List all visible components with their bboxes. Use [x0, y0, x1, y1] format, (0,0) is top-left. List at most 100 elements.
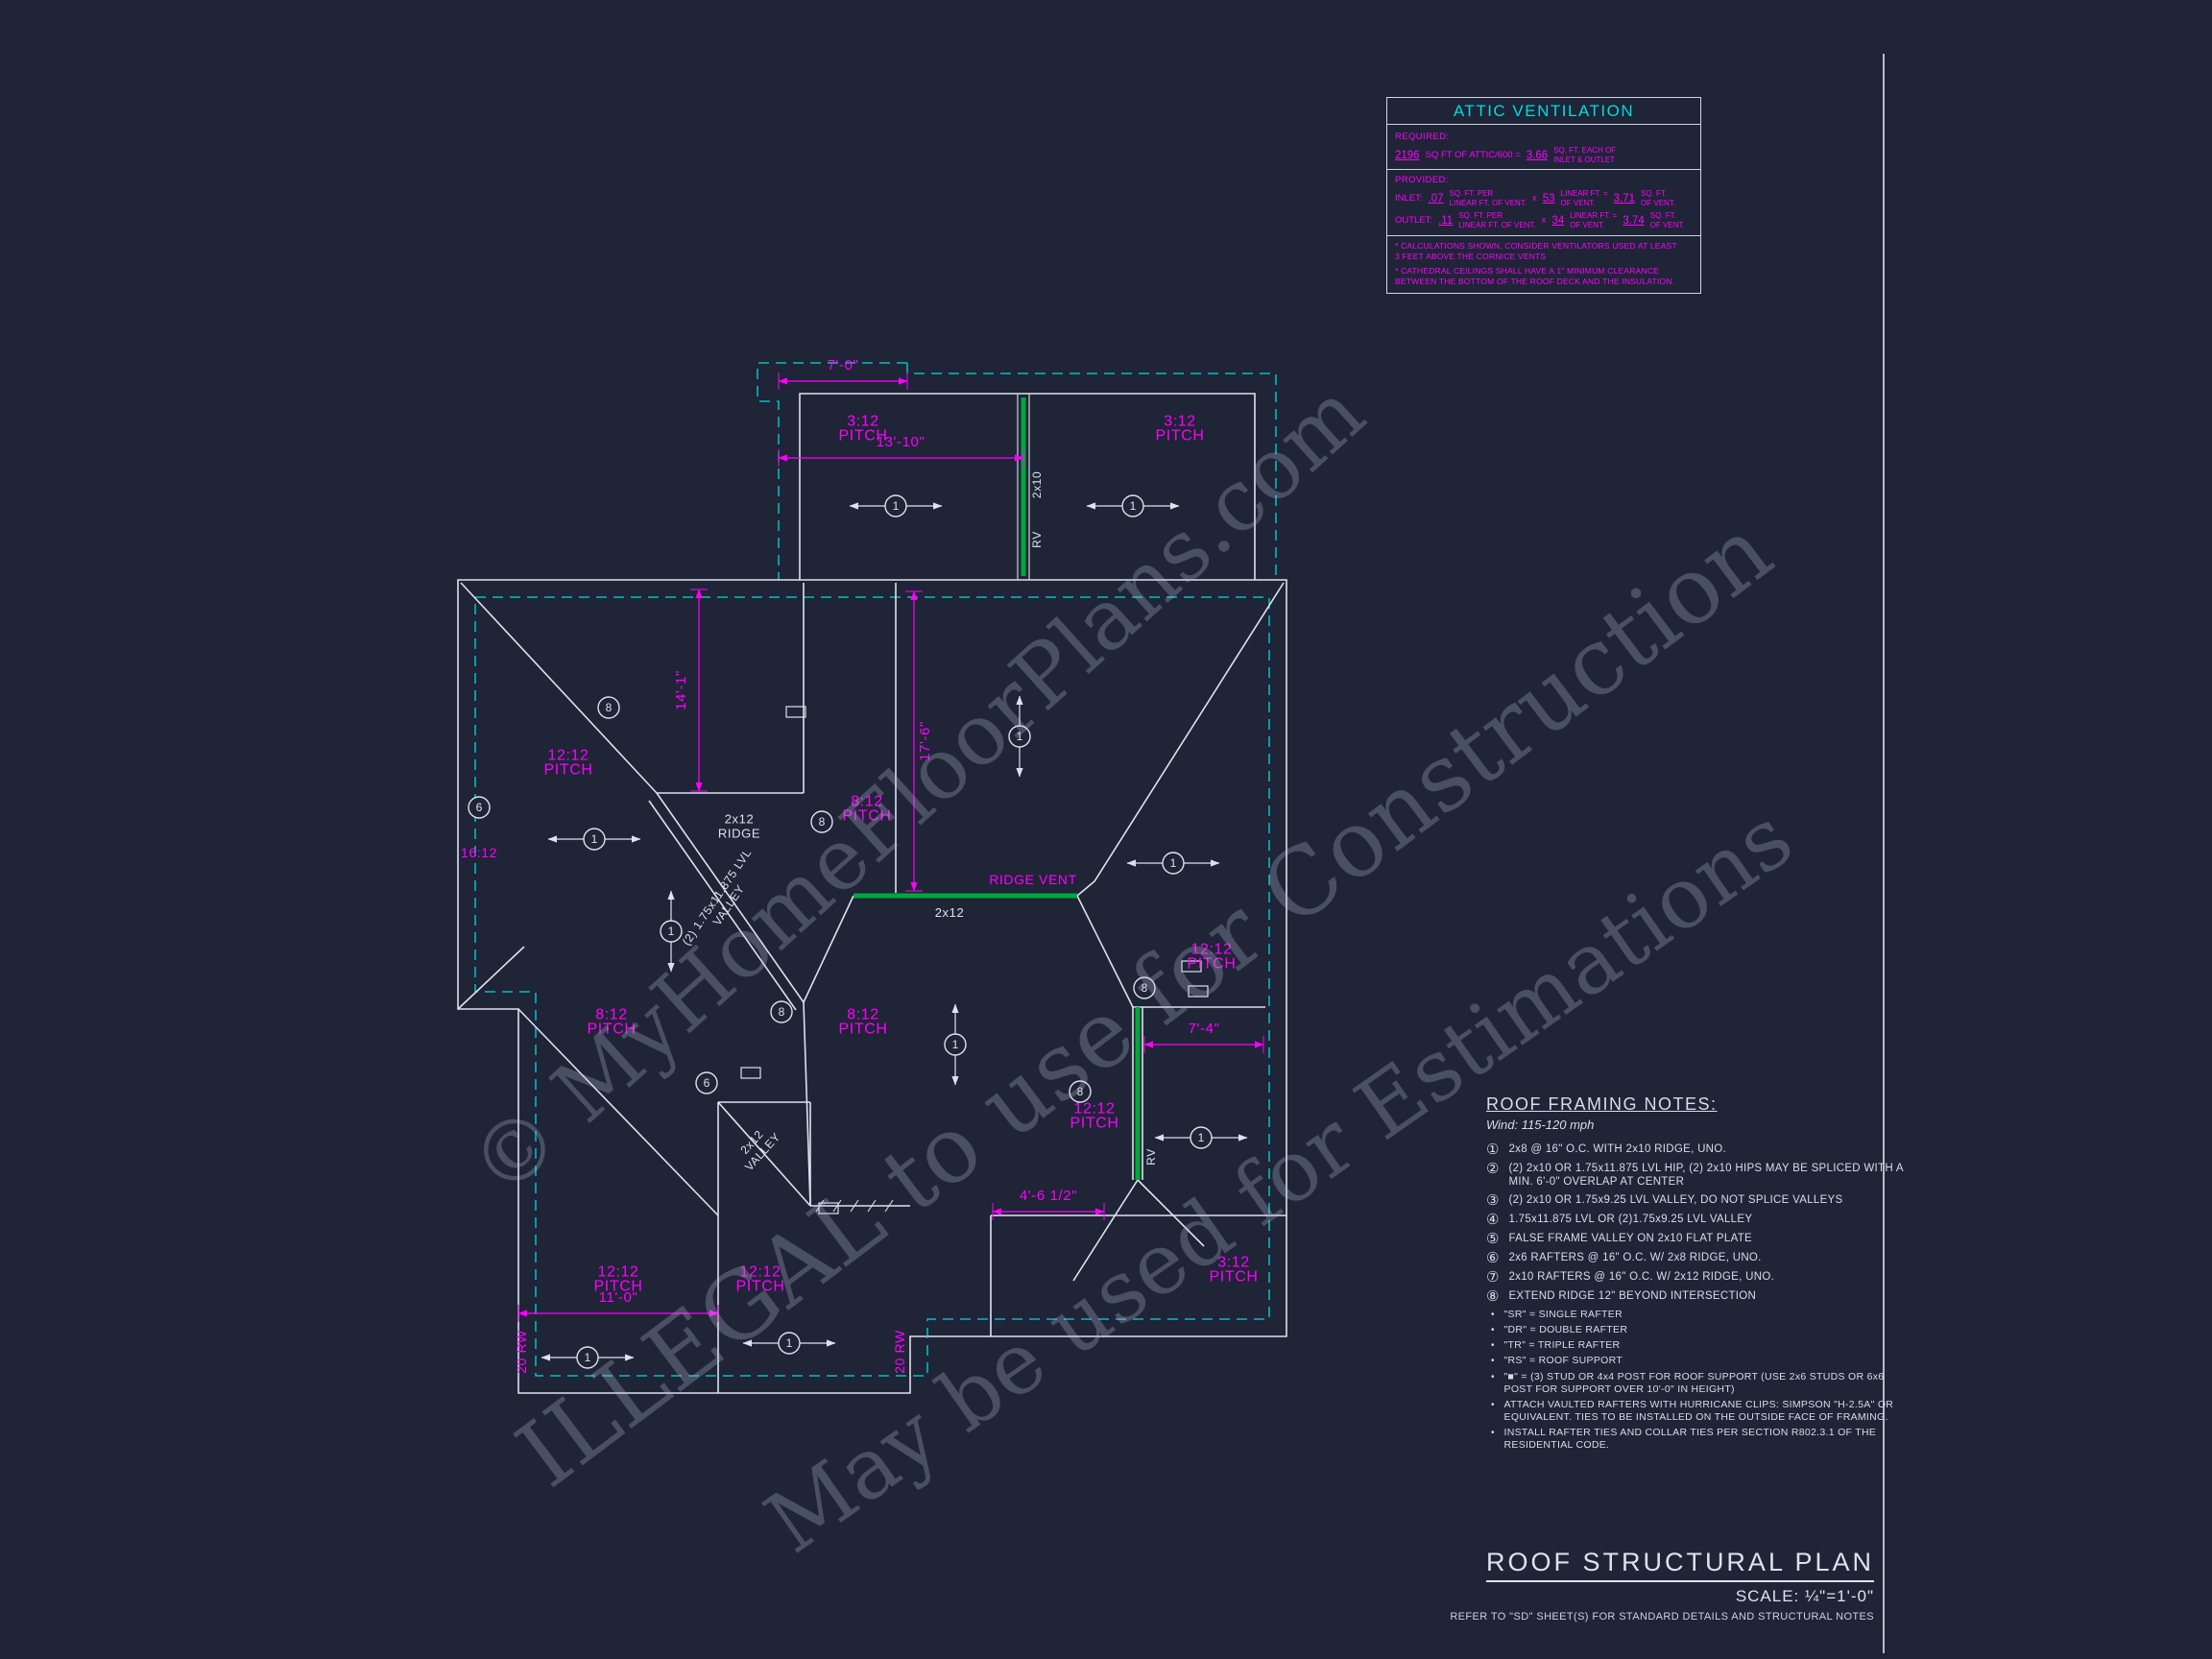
note-text: "■" = (3) STUD OR 4x4 POST FOR ROOF SUPP…: [1503, 1370, 1885, 1395]
note-text: EXTEND RIDGE 12" BEYOND INTERSECTION: [1508, 1290, 1757, 1303]
attic-required-label: REQUIRED:: [1395, 132, 1450, 142]
svg-text:1: 1: [1017, 730, 1023, 743]
note-number-icon: ⑤: [1486, 1231, 1500, 1248]
svg-text:1: 1: [591, 832, 598, 846]
svg-text:8: 8: [819, 815, 826, 829]
framing-note-item: •"TR" = TRIPLE RAFTER: [1486, 1339, 1905, 1352]
framing-notes-title: ROOF FRAMING NOTES:: [1486, 1094, 1718, 1114]
framing-note-marker: [1069, 1080, 1092, 1103]
inlet-qty: 53: [1542, 192, 1555, 204]
note-text: "DR" = DOUBLE RAFTER: [1503, 1324, 1628, 1336]
note-number-icon: •: [1491, 1399, 1495, 1410]
note-text: 1.75x11.875 LVL OR (2)1.75x9.25 LVL VALL…: [1508, 1214, 1753, 1226]
framing-note-marker: [810, 810, 833, 833]
framing-note-marker: [1008, 725, 1031, 748]
framing-note-marker: [576, 1346, 599, 1369]
attic-ventilation-title: ATTIC VENTILATION: [1387, 98, 1700, 125]
framing-note-marker: [1133, 976, 1156, 999]
svg-text:8: 8: [1077, 1085, 1084, 1098]
framing-note-item: ⑥ 2x6 RAFTERS @ 16" O.C. W/ 2x8 RIDGE, UN…: [1486, 1251, 1905, 1265]
plan-label: 16:12: [461, 845, 497, 860]
framing-note-item: •INSTALL RAFTER TIES AND COLLAR TIES PER…: [1486, 1427, 1905, 1452]
outlet-qty-unit: LINEAR FT. = OF VENT.: [1570, 211, 1618, 229]
outlet-rate: .11: [1438, 214, 1454, 227]
note-number-icon: ③: [1486, 1192, 1500, 1210]
plan-label: 2x10: [1030, 471, 1044, 498]
plan-label: RIDGE VENT: [989, 872, 1077, 887]
attic-required-result: 3.66: [1526, 149, 1549, 161]
attic-required-unit: SQ. FT. EACH OF INLET & OUTLET: [1553, 146, 1617, 164]
svg-text:1: 1: [1130, 499, 1137, 513]
framing-note-item: ②(2) 2x10 OR 1.75x11.875 LVL HIP, (2) 2x…: [1486, 1162, 1905, 1189]
attic-outlet-row: OUTLET: .11 SQ. FT. PER LINEAR FT. OF VE…: [1395, 211, 1693, 229]
note-text: FALSE FRAME VALLEY ON 2x10 FLAT PLATE: [1508, 1233, 1753, 1245]
inlet-result: 3.71: [1613, 192, 1636, 204]
roof-internal-lines: [457, 582, 1286, 1393]
svg-text:8: 8: [606, 701, 613, 714]
framing-note-item: ⑦ 2x10 RAFTERS @ 16" O.C. W/ 2x12 RIDGE, …: [1486, 1270, 1905, 1285]
wind-rating: Wind: 115-120 mph: [1486, 1118, 1595, 1132]
note-number-icon: •: [1491, 1356, 1495, 1367]
framing-notes-bullet-list: •"SR" = SINGLE RAFTER•"DR" = DOUBLE RAFT…: [1486, 1309, 1905, 1452]
plan-label: RV: [1144, 1148, 1158, 1166]
note-number-icon: ⑥: [1486, 1250, 1500, 1267]
svg-text:1: 1: [893, 499, 900, 513]
svg-text:8: 8: [1142, 981, 1148, 995]
attic-footnote: * CATHEDRAL CEILINGS SHALL HAVE A 1" MIN…: [1395, 265, 1675, 286]
note-text: "SR" = SINGLE RAFTER: [1503, 1309, 1623, 1321]
note-text: "RS" = ROOF SUPPORT: [1503, 1355, 1623, 1367]
framing-note-marker: [884, 494, 907, 517]
outlet-rate-unit: SQ. FT. PER LINEAR FT. OF VENT.: [1458, 211, 1536, 229]
svg-text:6: 6: [704, 1076, 710, 1090]
outlet-result: 3.74: [1623, 214, 1645, 227]
note-number-icon: ⑧: [1486, 1288, 1500, 1306]
inlet-rate: .07: [1428, 192, 1444, 204]
plan-label: 2x12: [935, 905, 965, 920]
note-number-icon: •: [1491, 1371, 1495, 1382]
outlet-result-unit: SQ. FT. OF VENT.: [1649, 211, 1685, 229]
divider: [1387, 169, 1700, 171]
dimension-text: 7'-0": [828, 357, 859, 373]
note-text: 2x6 RAFTERS @ 16" O.C. W/ 2x8 RIDGE, UNO…: [1508, 1252, 1762, 1264]
title-block: ROOF STRUCTURAL PLAN SCALE: ¼"=1'-0" REF…: [1296, 1548, 1874, 1623]
sheet-scale: SCALE: ¼"=1'-0": [1735, 1587, 1874, 1605]
dimension-text: 13'-10": [877, 434, 926, 450]
note-number-icon: ⑦: [1486, 1269, 1500, 1286]
svg-text:1: 1: [668, 925, 675, 938]
note-number-icon: ②: [1486, 1161, 1500, 1177]
outlet-label: OUTLET:: [1395, 215, 1433, 227]
svg-text:1: 1: [786, 1336, 793, 1350]
note-number-icon: •: [1491, 1310, 1495, 1321]
note-text: 2x10 RAFTERS @ 16" O.C. W/ 2x12 RIDGE, U…: [1508, 1271, 1775, 1284]
framing-note-marker: [1162, 852, 1185, 875]
sheet-title: ROOF STRUCTURAL PLAN: [1485, 1548, 1874, 1582]
note-number-icon: ①: [1486, 1142, 1500, 1158]
roof-outlines: [457, 362, 1287, 1394]
framing-note-item: •ATTACH VAULTED RAFTERS WITH HURRICANE C…: [1486, 1399, 1905, 1424]
framing-note-item: ⑤ FALSE FRAME VALLEY ON 2x10 FLAT PLATE: [1486, 1232, 1905, 1246]
attic-footnote: * CALCULATIONS SHOWN, CONSIDER VENTILATO…: [1395, 240, 1677, 261]
framing-note-marker: [1190, 1126, 1213, 1149]
note-number-icon: •: [1491, 1340, 1495, 1352]
attic-area-value: 2196: [1395, 149, 1420, 161]
framing-note-marker: [695, 1071, 718, 1094]
dimension-text: 17'-6": [917, 721, 933, 761]
framing-note-item: •"DR" = DOUBLE RAFTER: [1486, 1324, 1905, 1336]
dimension-text: 7'-4": [1189, 1021, 1220, 1037]
svg-text:8: 8: [779, 1005, 785, 1019]
inlet-result-unit: SQ. FT. OF VENT.: [1641, 189, 1676, 207]
framing-note-marker: [468, 796, 491, 819]
note-text: INSTALL RAFTER TIES AND COLLAR TIES PER …: [1503, 1427, 1877, 1452]
inlet-qty-unit: LINEAR FT. = OF VENT.: [1560, 189, 1608, 207]
framing-note-marker: [597, 696, 620, 719]
